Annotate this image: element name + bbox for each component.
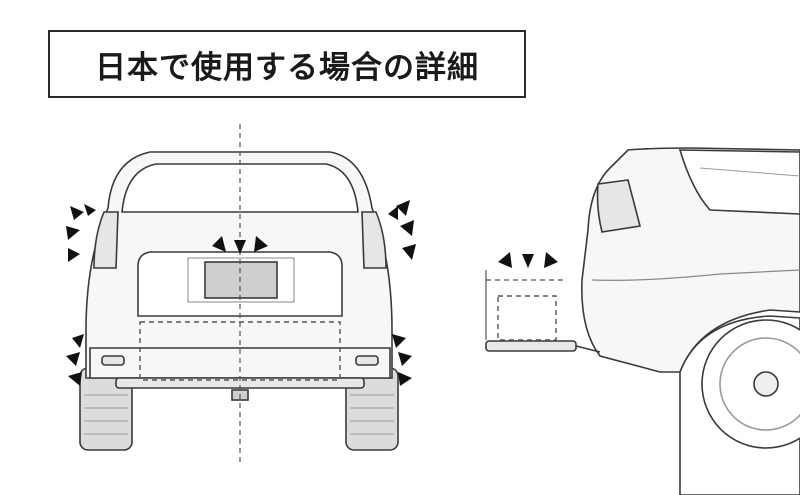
arrow-icon: [400, 220, 414, 236]
left-tail-light: [93, 211, 119, 269]
side-view-vehicle: [485, 147, 800, 495]
arrow-icon: [388, 206, 398, 220]
sensor-zone-side: [497, 295, 557, 341]
rear-view-arrows: [66, 200, 416, 386]
arrow-icon: [254, 236, 268, 252]
arrow-icon: [544, 252, 558, 268]
arrow-icon: [212, 236, 226, 252]
left-reflector: [101, 355, 125, 366]
arrow-icon: [84, 204, 96, 216]
arrow-icon: [70, 206, 84, 220]
side-rear-step: [485, 340, 577, 352]
arrow-icon: [234, 240, 246, 254]
right-reflector: [355, 355, 379, 366]
arrow-icon: [522, 254, 534, 268]
arrow-icon: [66, 226, 80, 240]
arrow-icon: [392, 334, 406, 348]
side-window: [678, 149, 800, 215]
arrow-icon: [398, 372, 412, 386]
arrow-icon: [402, 244, 416, 260]
arrow-icon: [398, 352, 412, 366]
arrow-icon: [396, 200, 410, 216]
side-view-arrows: [498, 252, 558, 268]
title-box: 日本で使用する場合の詳細: [48, 30, 526, 98]
side-tail-light: [596, 179, 641, 233]
arrow-icon: [68, 248, 80, 262]
rear-view-vehicle: [79, 124, 399, 466]
diagram-title: 日本で使用する場合の詳細: [95, 49, 479, 86]
arrow-icon: [66, 352, 80, 366]
arrow-icon: [498, 252, 512, 268]
wheel-hub: [753, 371, 779, 397]
arrow-icon: [72, 334, 84, 348]
license-plate: [204, 261, 278, 299]
right-tail-light: [361, 211, 387, 269]
arrow-icon: [68, 372, 82, 386]
